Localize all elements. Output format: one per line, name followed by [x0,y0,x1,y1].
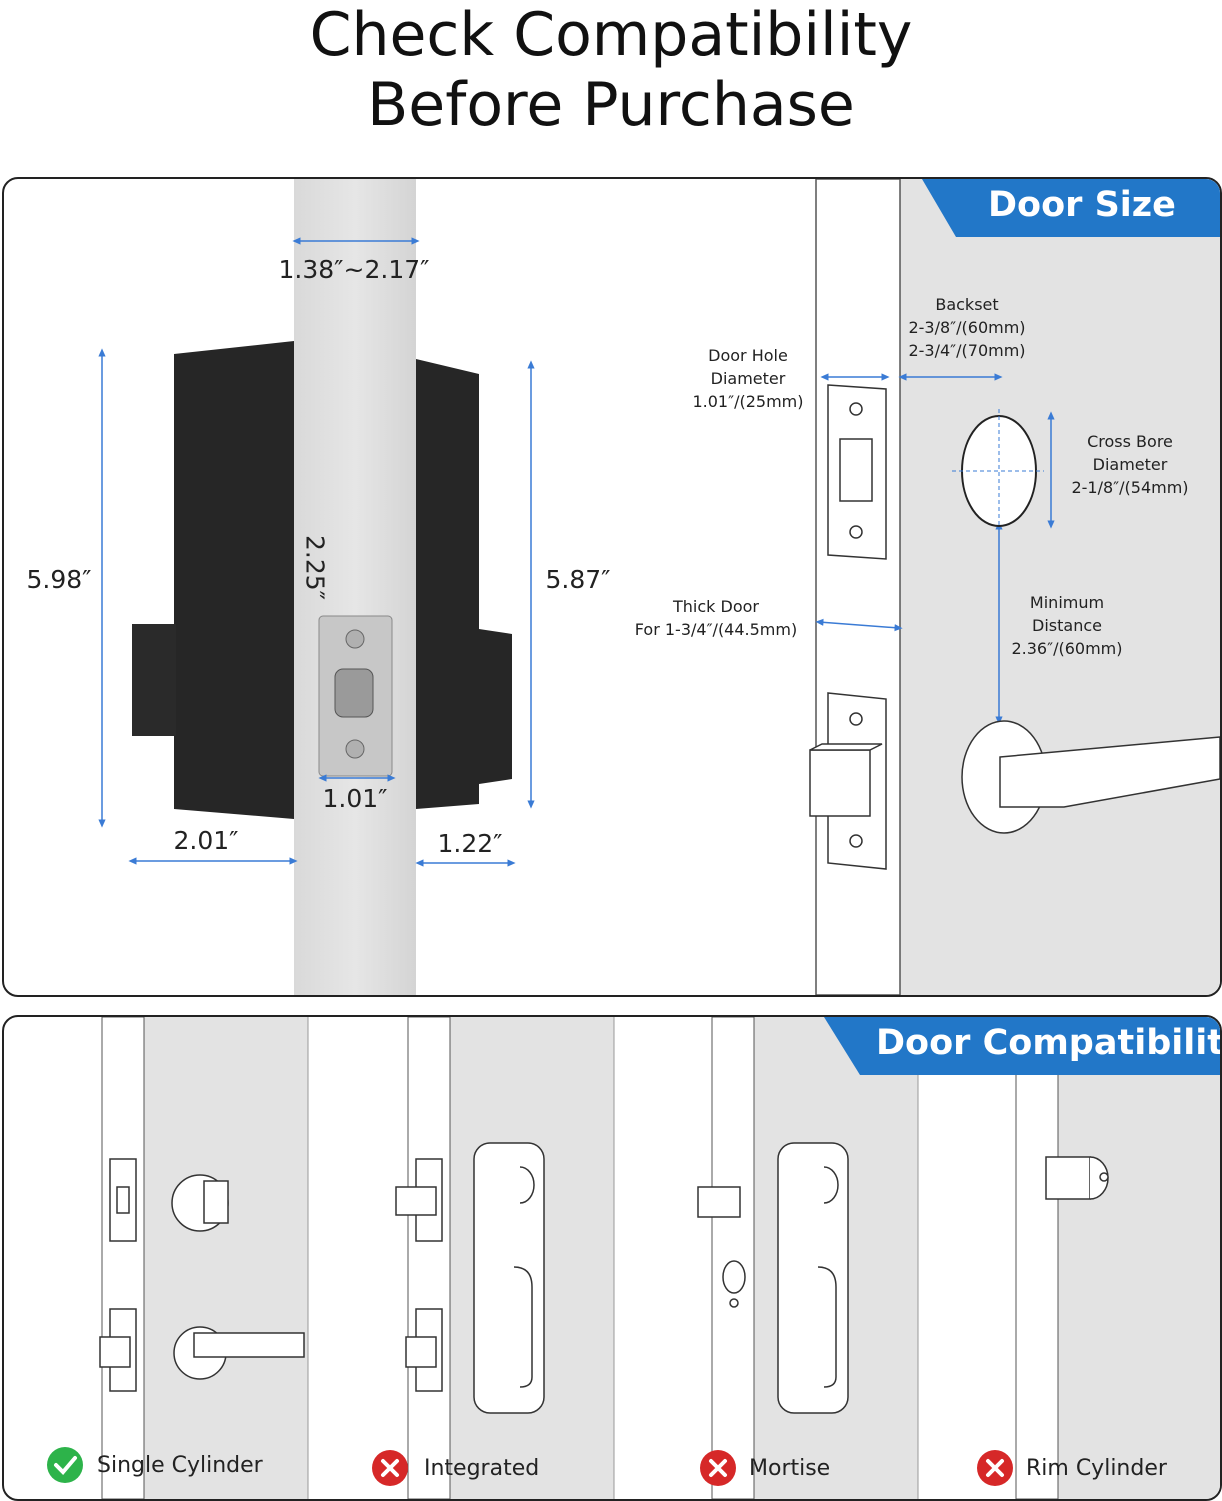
title-line-1: Check Compatibility [309,0,913,70]
door-compatibility-panel: Door Compatibility Single Cylinder Integ… [2,1015,1222,1501]
thick-door-title: Thick Door [673,597,759,616]
x-icon [372,1450,408,1486]
latch-screw-bottom [345,739,365,759]
single-cylinder-label: Single Cylinder [97,1453,263,1478]
door-size-illustration [98,179,1220,995]
latch-screw-top [345,629,365,649]
door-compatibility-heading: Door Compatibility [876,1023,1222,1063]
cross-bore-label: Cross Bore Diameter 2-1/8″/(54mm) [1060,430,1200,499]
page-title: Check Compatibility Before Purchase [0,0,1222,140]
min-distance-title: Minimum [1029,593,1105,612]
cross-bore-hole [952,409,1044,534]
min-distance-subtitle: Distance [1032,616,1102,635]
latch-width-label: 1.01″ [322,784,388,813]
door-hole-label: Door Hole Diameter 1.01″/(25mm) [682,344,814,413]
door-hole-value: 1.01″/(25mm) [692,392,804,411]
lever-handle [961,720,1220,834]
rim-cylinder-label: Rim Cylinder [1026,1456,1167,1481]
min-distance-label: Minimum Distance 2.36″/(60mm) [1004,591,1130,660]
cross-bore-value: 2-1/8″/(54mm) [1071,478,1189,497]
door-face-background [900,179,1220,995]
integrated-illustration [395,1142,545,1414]
latch-bolt [334,668,374,718]
thick-door-label: Thick Door For 1-3/4″/(44.5mm) [626,595,806,641]
cross-bore-subtitle: Diameter [1092,455,1168,474]
single-cylinder-illustration [99,1158,305,1392]
door-columns [101,1017,1220,1499]
latch-height-label: 2.25″ [300,534,330,600]
door-thickness-label: 1.38″~2.17″ [278,255,430,284]
door-hole-subtitle: Diameter [710,369,786,388]
integrated-label: Integrated [424,1456,540,1481]
back-body [416,359,512,809]
front-body [174,341,294,819]
strike-plate [827,384,887,560]
mortise-illustration [697,1142,849,1414]
rim-cylinder-illustration [1045,1156,1109,1200]
back-depth-label: 1.22″ [437,829,503,858]
door-edge [815,179,901,995]
x-icon [977,1450,1013,1486]
min-distance-value: 2.36″/(60mm) [1011,639,1123,658]
thumb-turn [132,624,176,736]
door-compatibility-illustration [47,1017,1220,1499]
backset-value-2: 2-3/4″/(70mm) [908,341,1026,360]
cross-bore-title: Cross Bore [1087,432,1173,451]
check-icon [47,1447,83,1483]
backset-title: Backset [935,295,999,314]
door-slab [294,179,416,995]
dimension-lines [98,237,1055,867]
door-size-tab [922,179,1220,237]
door-hole-title: Door Hole [708,346,788,365]
back-height-label: 5.87″ [545,565,611,594]
backset-label: Backset 2-3/8″/(60mm) 2-3/4″/(70mm) [897,293,1037,362]
mortise-label: Mortise [749,1456,831,1481]
x-icon [700,1450,736,1486]
front-height-label: 5.98″ [26,565,92,594]
backset-value-1: 2-3/8″/(60mm) [908,318,1026,337]
door-size-heading: Door Size [988,185,1176,225]
door-compatibility-tab [824,1017,1220,1075]
door-size-panel: Door Size 1.38″~2.17″ 5.98″ 5.87″ 2.25″ … [2,177,1222,997]
edge-latch [809,692,887,870]
thick-door-value: For 1-3/4″/(44.5mm) [634,620,798,639]
title-line-2: Before Purchase [367,70,855,140]
front-depth-label: 2.01″ [173,826,239,855]
